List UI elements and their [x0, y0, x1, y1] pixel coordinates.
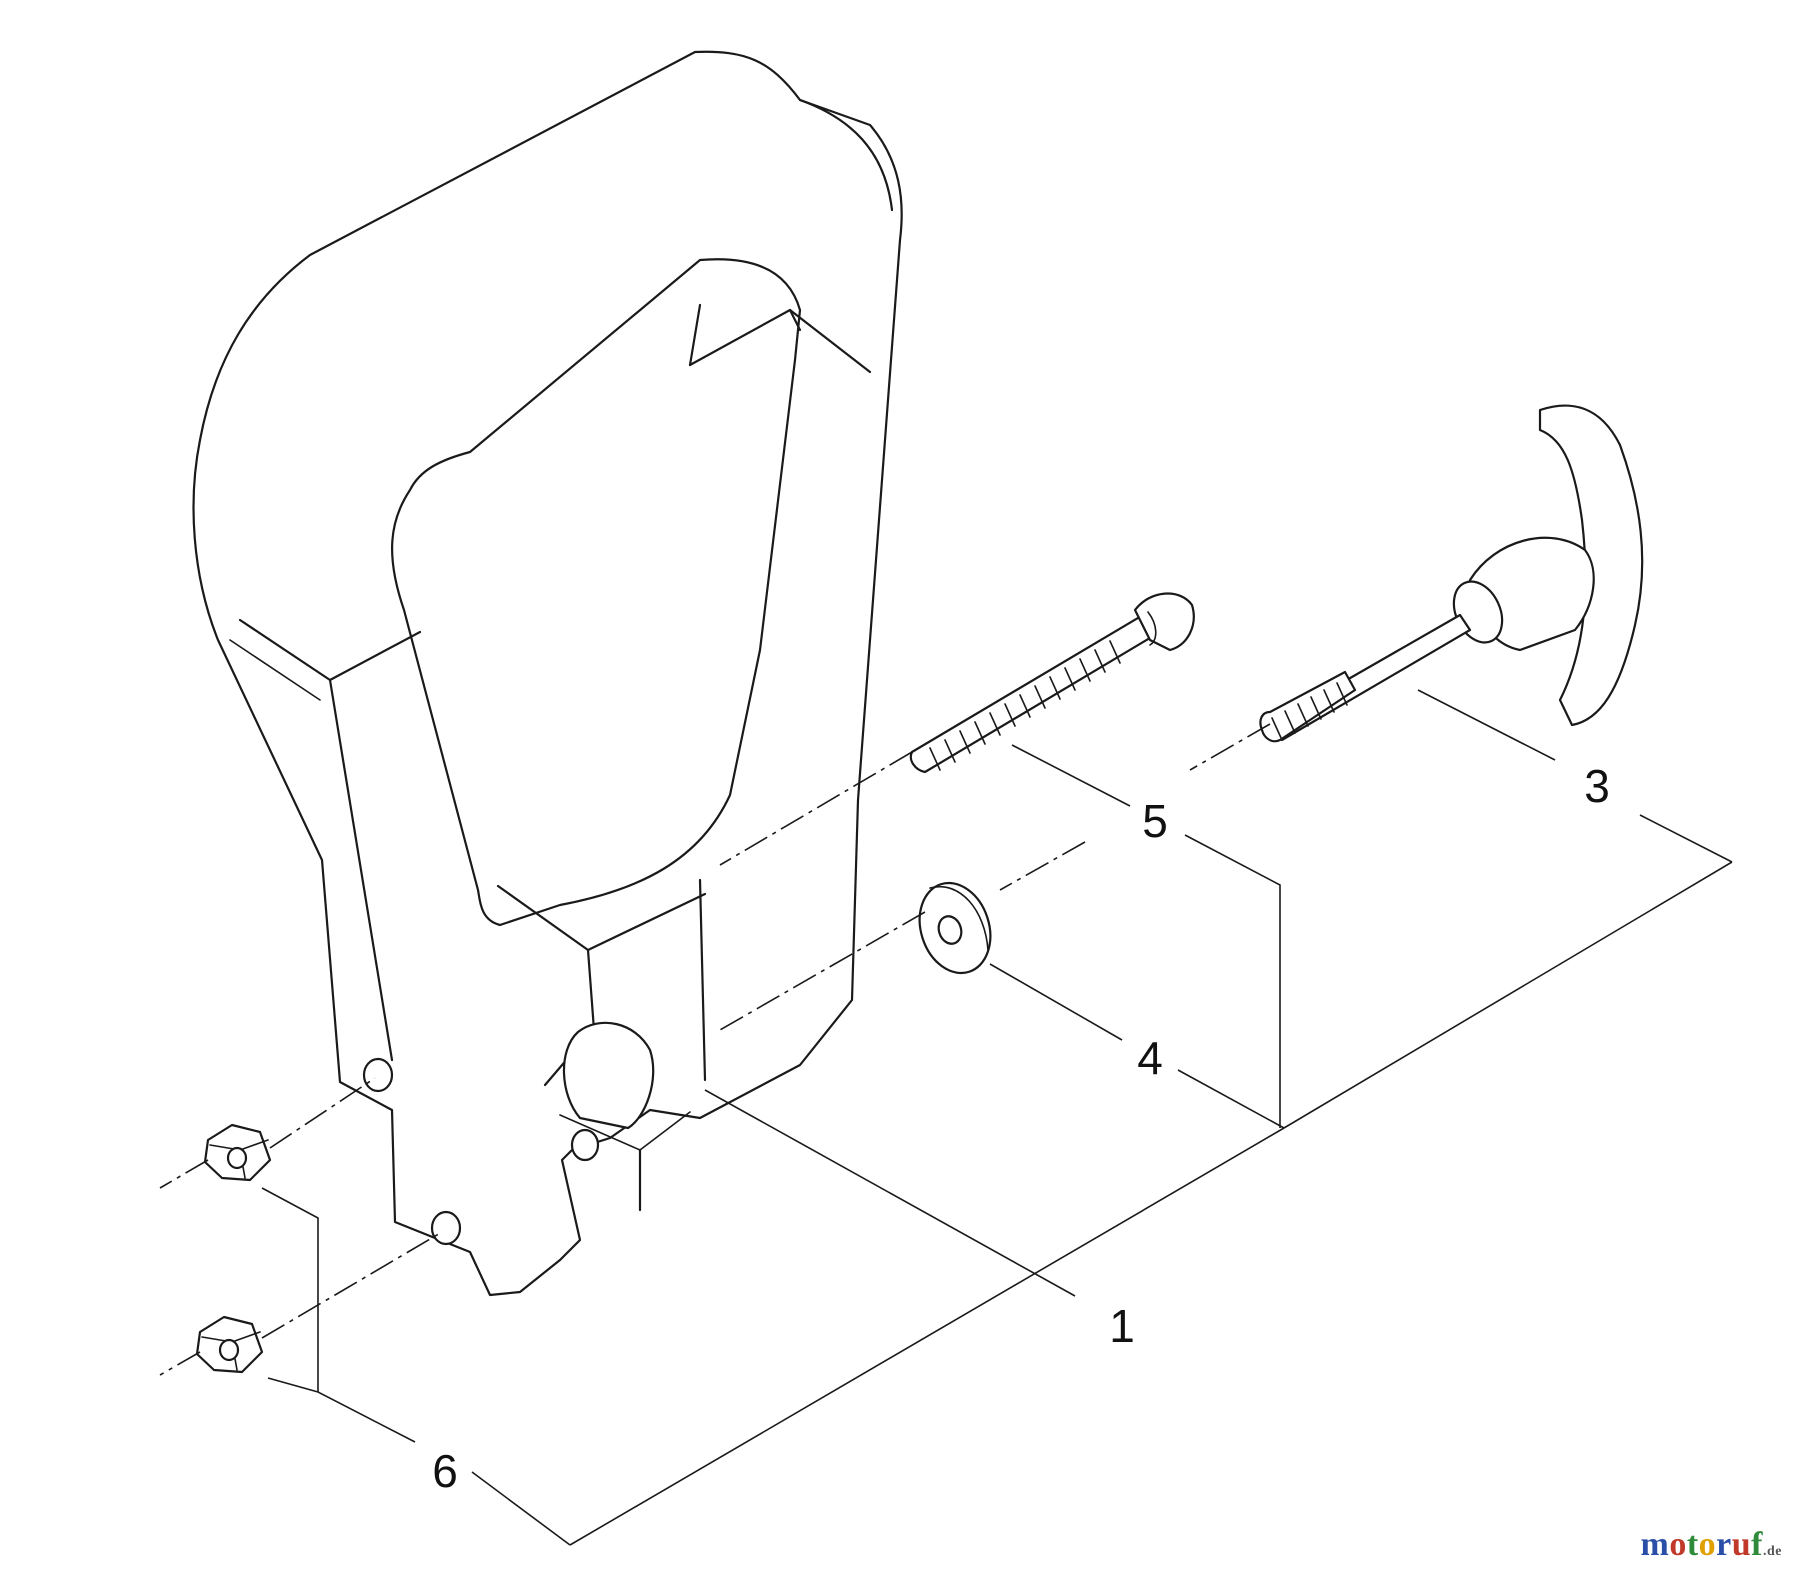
- assembly-centerlines: [159, 723, 1271, 1376]
- watermark-letter: u: [1731, 1526, 1752, 1563]
- watermark-letter: m: [1640, 1526, 1670, 1563]
- watermark-letter: r: [1716, 1526, 1732, 1563]
- leader-lines: [261, 689, 1733, 1546]
- watermark-letter: o: [1669, 1526, 1687, 1563]
- knob-thread: [1271, 682, 1348, 741]
- callout-6: 6: [432, 1445, 458, 1497]
- callout-labels: 1 3 4 5 6: [432, 760, 1610, 1497]
- hex-nut-upper: [203, 1123, 272, 1182]
- callout-3: 3: [1584, 760, 1610, 812]
- watermark-wordmark: motoruf: [1641, 1526, 1764, 1563]
- watermark-letter: t: [1686, 1526, 1699, 1563]
- bolt-thread: [929, 640, 1121, 771]
- callout-5: 5: [1142, 795, 1168, 847]
- handle-bar: [192, 50, 903, 1297]
- watermark-tld: .de: [1763, 1544, 1782, 1559]
- hex-nut-lower: [195, 1315, 264, 1374]
- watermark-logo: motoruf.de: [1641, 1526, 1783, 1564]
- callout-4: 4: [1137, 1032, 1163, 1084]
- watermark-letter: f: [1751, 1526, 1763, 1563]
- watermark-letter: o: [1698, 1526, 1717, 1563]
- washer: [918, 881, 992, 975]
- callout-1: 1: [1109, 1300, 1135, 1352]
- screw-bolt: [909, 592, 1195, 774]
- t-knob-bolt: [1259, 404, 1644, 743]
